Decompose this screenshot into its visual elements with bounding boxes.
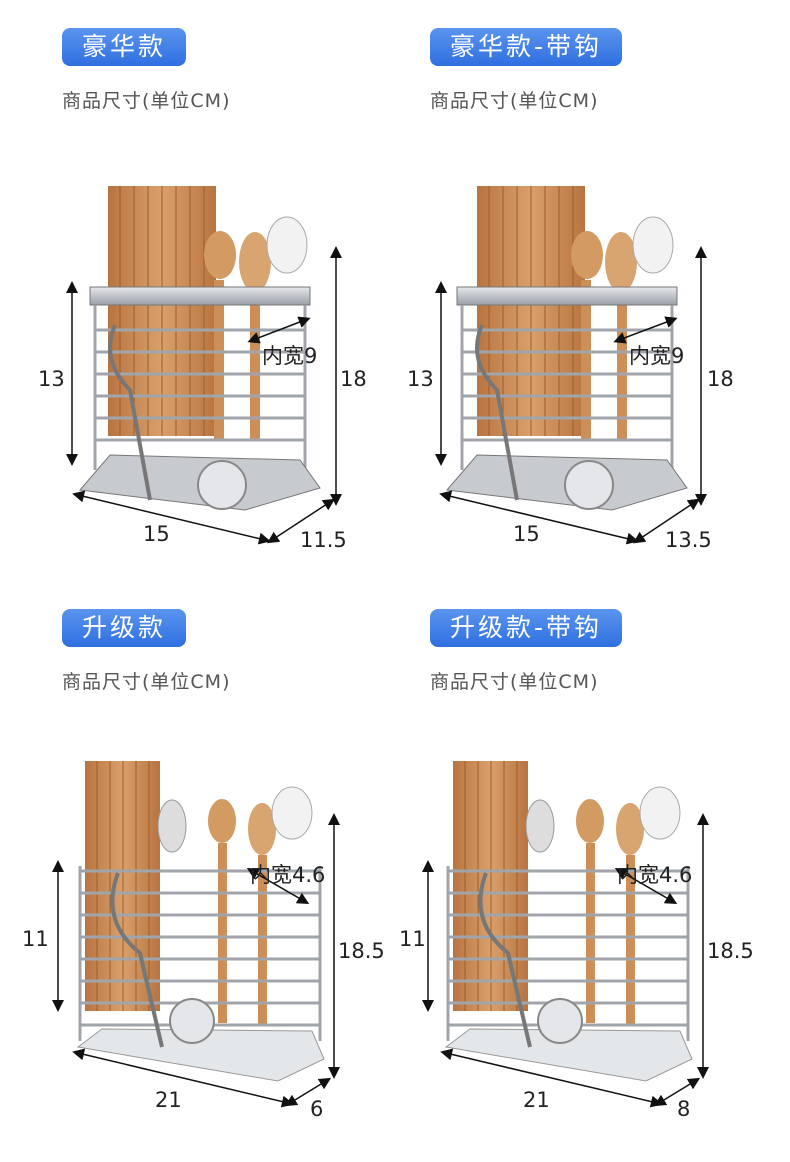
panel-upgrade-hook: 升级款-带钩 商品尺寸(单位CM) 内宽4.6 11 18.5 2	[395, 581, 790, 1162]
length-label: 21	[155, 1088, 182, 1112]
total-height-label: 18.5	[707, 939, 754, 963]
length-label: 15	[143, 522, 170, 546]
title-badge: 豪华款-带钩	[430, 28, 623, 66]
body-height-label: 11	[399, 927, 426, 951]
panel-luxury: 豪华款 商品尺寸(单位CM) 内宽9 13 18 15 11.	[0, 0, 395, 581]
body-height-label: 13	[38, 367, 65, 391]
depth-label: 6	[310, 1097, 324, 1121]
depth-label: 8	[677, 1097, 691, 1121]
body-height-label: 13	[407, 367, 434, 391]
total-height-label: 18	[340, 367, 367, 391]
size-unit-label: 商品尺寸(单位CM)	[430, 90, 599, 112]
product-image	[52, 761, 340, 1108]
inner-width-label: 内宽4.6	[250, 863, 326, 887]
length-label: 15	[513, 522, 540, 546]
title-badge: 升级款	[62, 609, 187, 647]
product-image	[422, 761, 709, 1108]
inner-width-label: 内宽9	[629, 344, 685, 368]
total-height-label: 18	[707, 367, 734, 391]
product-image	[66, 186, 342, 545]
depth-label: 11.5	[300, 528, 347, 552]
inner-width-label: 内宽9	[262, 344, 318, 368]
size-unit-label: 商品尺寸(单位CM)	[62, 90, 231, 112]
title-badge: 升级款-带钩	[430, 609, 623, 647]
inner-width-label: 内宽4.6	[617, 863, 693, 887]
panel-upgrade: 升级款 商品尺寸(单位CM) 内宽4.6 11 18.5 21	[0, 581, 395, 1162]
total-height-label: 18.5	[338, 939, 385, 963]
length-label: 21	[523, 1088, 550, 1112]
size-unit-label: 商品尺寸(单位CM)	[430, 671, 599, 693]
product-image	[435, 186, 707, 545]
body-height-label: 11	[22, 927, 49, 951]
panel-luxury-hook: 豪华款-带钩 商品尺寸(单位CM) 内宽9 13 18 15	[395, 0, 790, 581]
title-badge: 豪华款	[62, 28, 187, 66]
size-unit-label: 商品尺寸(单位CM)	[62, 671, 231, 693]
depth-label: 13.5	[665, 528, 712, 552]
